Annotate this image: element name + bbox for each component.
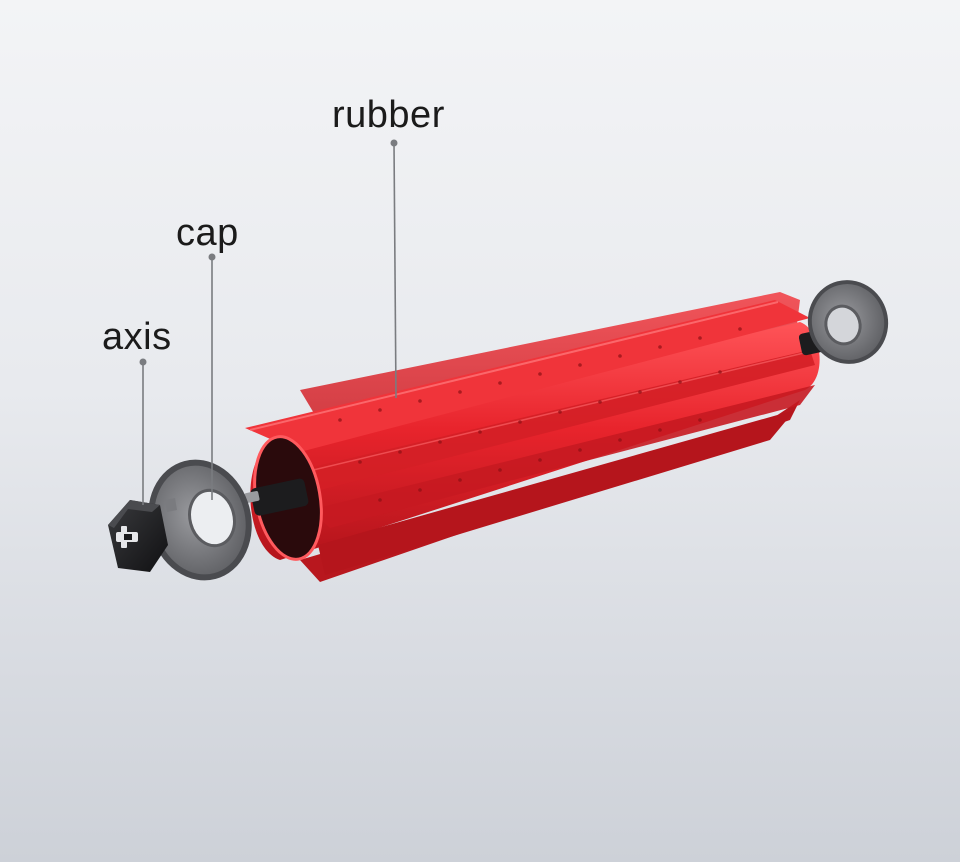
- leader-lines: [139, 139, 398, 505]
- rubber-fin-4: [318, 410, 795, 575]
- leader-dot-axis: [139, 358, 147, 366]
- rubber-dots: [338, 327, 742, 502]
- leader-line-rubber: [393, 142, 397, 399]
- rubber-inner-shaft: [250, 478, 309, 516]
- rubber-fin-1: [245, 300, 810, 452]
- rubber-fin-3: [310, 385, 815, 528]
- leader-dot-rubber: [390, 139, 398, 147]
- label-axis: axis: [102, 316, 172, 358]
- leader-dot-cap: [208, 253, 216, 261]
- axis-part: [108, 500, 168, 572]
- label-cap: cap: [176, 212, 239, 254]
- back-cap: [807, 280, 889, 364]
- rubber-highlight-2: [304, 351, 809, 473]
- rubber-roller: [244, 292, 842, 582]
- rubber-highlight: [249, 301, 779, 431]
- rubber-fin-2: [300, 350, 815, 490]
- rubber-inner-shaft-tip: [244, 491, 260, 503]
- label-rubber: rubber: [332, 94, 445, 136]
